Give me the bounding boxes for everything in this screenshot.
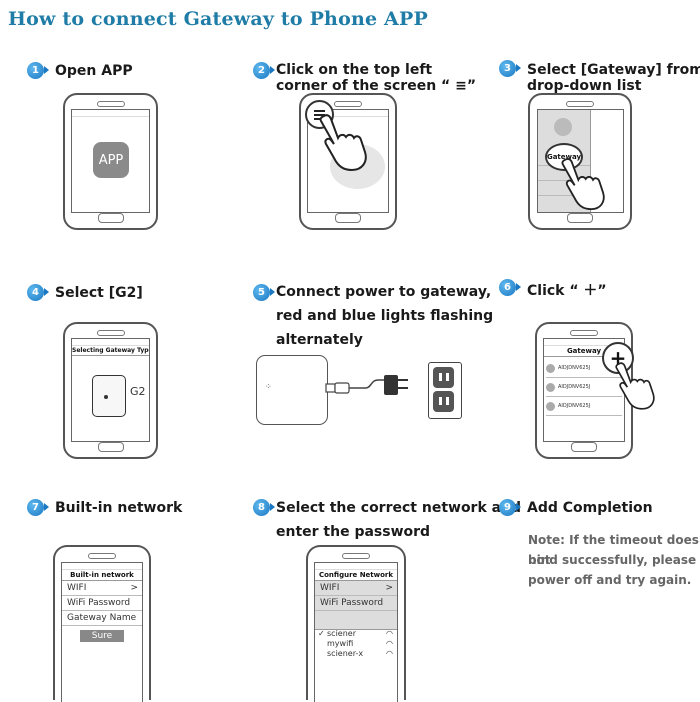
phone-step-4: Selecting Gateway Type G2 <box>63 322 158 459</box>
step-7-badge: 7 <box>27 499 49 516</box>
pointing-hand-icon <box>561 158 605 211</box>
gateway-list-item[interactable]: AIDJDNV625J <box>546 359 622 378</box>
gateway-menu-item[interactable]: Gateway <box>545 143 583 171</box>
step-6-badge: 6 <box>499 279 521 296</box>
network-item[interactable]: mywifi◠ <box>327 639 393 648</box>
step-8-badge: 8 <box>253 499 275 516</box>
note-line-1: Note: If the timeout does not <box>528 533 699 567</box>
step-1-label: Open APP <box>55 63 133 79</box>
gateway-list-item[interactable]: AIDJDNV625J <box>546 397 622 416</box>
configure-wifi-password-row[interactable]: WiFi Password <box>315 596 397 611</box>
phone-screen: Selecting Gateway Type G2 <box>71 338 150 442</box>
step-9-badge: 9 <box>499 499 521 516</box>
step-4-label: Select [G2] <box>55 285 143 301</box>
phone-step-7: Built-in network WIFI> WiFi Password Gat… <box>53 545 151 702</box>
app-icon[interactable]: APP <box>93 142 129 178</box>
step-5-label-line1: Connect power to gateway, <box>276 284 492 300</box>
phone-screen: Configure Network WIFI> WiFi Password ✓s… <box>314 562 398 702</box>
step-5-label-line2: red and blue lights flashing <box>276 308 494 324</box>
network-item[interactable]: sciener-x◠ <box>327 649 393 658</box>
step-2-label-line1: Click on the top left <box>276 62 433 78</box>
step-1-badge: 1 <box>27 62 49 79</box>
builtin-gateway-name-row[interactable]: Gateway Name <box>62 611 142 626</box>
step-3-label-line2: drop-down list <box>527 78 642 94</box>
page-title: How to connect Gateway to Phone APP <box>8 8 428 30</box>
step-5-badge: 5 <box>253 284 275 301</box>
gateway-device: ⁘ <box>256 355 328 425</box>
pointing-hand-icon <box>615 362 655 410</box>
sure-button[interactable]: Sure <box>80 630 124 642</box>
configure-network-header: Configure Network <box>315 570 397 581</box>
builtin-wifi-row[interactable]: WIFI> <box>62 581 142 596</box>
step-2-badge: 2 <box>253 62 275 79</box>
check-icon: ✓ <box>318 629 325 638</box>
step-8-label-line1: Select the correct network and <box>276 500 522 516</box>
step-7-label: Built-in network <box>55 500 183 516</box>
phone-step-8: Configure Network WIFI> WiFi Password ✓s… <box>306 545 406 702</box>
configure-wifi-row[interactable]: WIFI> <box>315 581 397 596</box>
phone-screen: Built-in network WIFI> WiFi Password Gat… <box>61 562 143 702</box>
chevron-right-icon: > <box>385 583 393 593</box>
chevron-right-icon: > <box>130 583 138 593</box>
menu-icon[interactable] <box>305 100 334 129</box>
note-line-2: bind successfully, please <box>528 553 697 567</box>
builtin-network-header: Built-in network <box>62 570 142 581</box>
pointing-hand-icon <box>319 114 367 172</box>
wifi-icon: ◠ <box>386 639 393 648</box>
gateway-list-header: Gateway <box>544 346 624 357</box>
builtin-wifi-password-row[interactable]: WiFi Password <box>62 596 142 611</box>
add-plus-icon[interactable]: + <box>602 342 634 374</box>
gateway-list-item[interactable]: AIDJDNV625J <box>546 378 622 397</box>
step-3-label-line1: Select [Gateway] from the <box>527 62 700 78</box>
step-3-badge: 3 <box>499 60 521 77</box>
power-cable <box>325 375 408 395</box>
selecting-gateway-header: Selecting Gateway Type <box>72 347 150 356</box>
g2-label[interactable]: G2 <box>130 385 146 398</box>
step-5-label-line3: alternately <box>276 332 363 348</box>
wall-outlet-icon <box>428 362 462 419</box>
wifi-icon: ◠ <box>386 649 393 658</box>
phone-screen: Gateway AIDJDNV625J AIDJDNV625J AIDJDNV6… <box>543 338 625 442</box>
step-2-label-line2: corner of the screen “ ≡” <box>276 78 477 94</box>
network-item[interactable]: ✓sciener◠ <box>318 629 393 638</box>
step-6-label: Click “ ＋” <box>527 283 607 299</box>
phone-step-1: APP <box>63 93 158 230</box>
g2-device-icon[interactable] <box>92 375 126 417</box>
note-line-3: power off and try again. <box>528 573 692 587</box>
step-9-label: Add Completion <box>527 500 653 516</box>
step-4-badge: 4 <box>27 284 49 301</box>
step-8-label-line2: enter the password <box>276 524 431 540</box>
wifi-icon: ◠ <box>386 629 393 638</box>
phone-screen: APP <box>71 109 150 213</box>
